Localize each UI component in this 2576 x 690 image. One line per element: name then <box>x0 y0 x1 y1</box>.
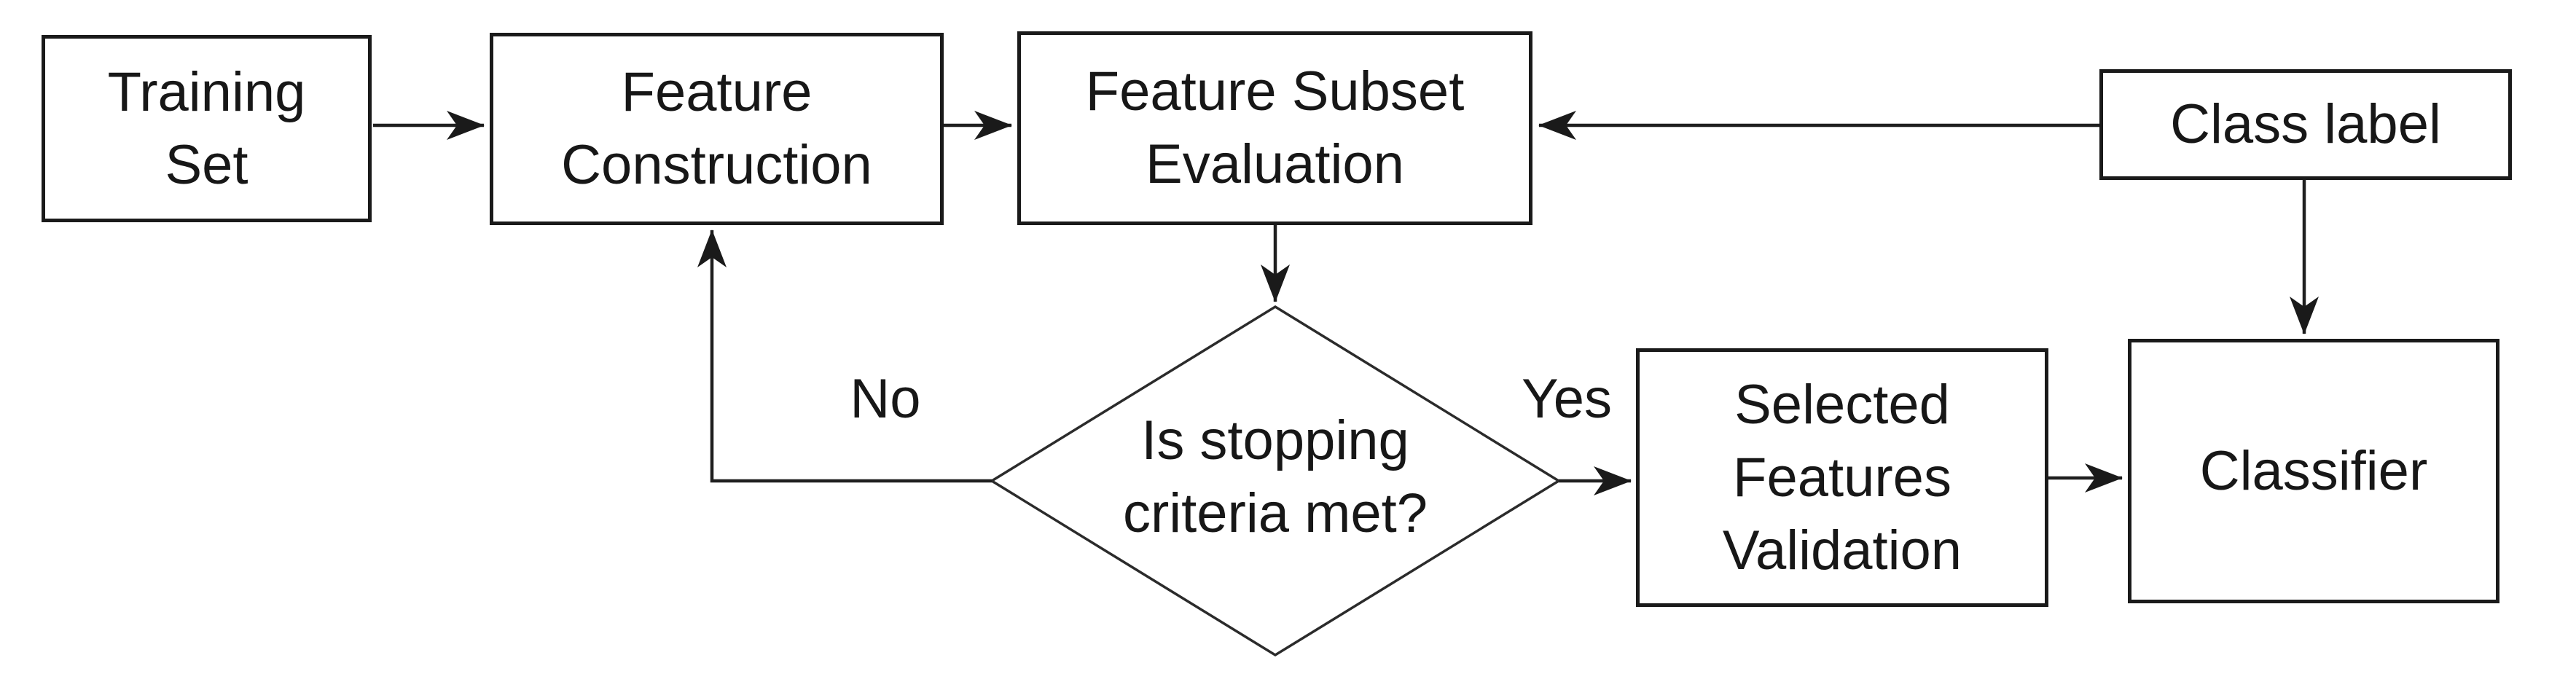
node-stopping-criteria-label: Is stopping criteria met? <box>1122 409 1428 544</box>
node-feature-subset-evaluation: Feature Subset Evaluation <box>1017 31 1532 225</box>
edge-label-no: No <box>850 368 921 430</box>
node-class-label: Class label <box>2099 69 2512 180</box>
node-classifier: Classifier <box>2128 339 2499 603</box>
edge-label-yes: Yes <box>1522 368 1612 430</box>
decision-diamond-shape <box>989 305 1562 657</box>
node-selected-features-validation: Selected Features Validation <box>1636 348 2048 607</box>
node-training-set: Training Set <box>42 35 372 222</box>
arrow-decision-no-loop <box>697 230 992 483</box>
node-feature-construction: Feature Construction <box>490 33 944 225</box>
